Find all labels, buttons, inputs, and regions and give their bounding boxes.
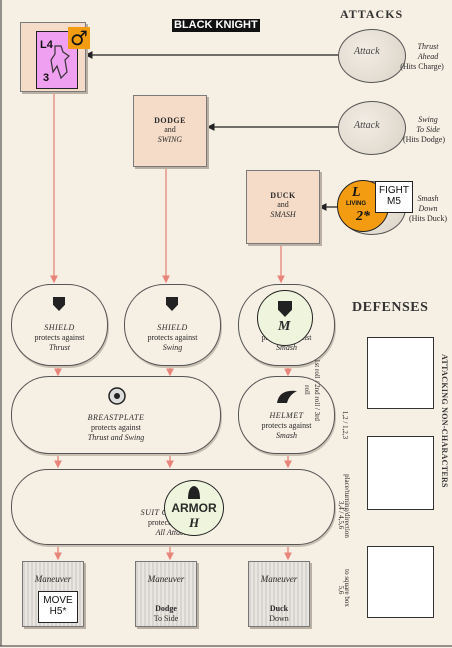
shield-swing-line2: Swing xyxy=(162,343,183,352)
breastplate-line2: Thrust and Swing xyxy=(87,433,145,442)
attack-thrust-desc: Thrust Ahead (Hits Charge) xyxy=(400,42,450,72)
armor-label: ARMOR xyxy=(171,501,217,515)
fight-value: M5 xyxy=(387,196,401,207)
breastplate-oval: BREASTPLATE protects against Thrust and … xyxy=(11,376,221,454)
attack-thrust-desc-1: Thrust xyxy=(417,42,439,51)
shield-swing-name: SHIELD xyxy=(157,323,188,332)
side-values-1: 1,2 / 1,2,3 xyxy=(341,410,349,440)
maneuver-duck-action: Duck xyxy=(269,604,289,613)
side-box-2[interactable] xyxy=(367,436,434,510)
attack-swing-desc: Swing To Side (Hits Dodge) xyxy=(403,115,450,145)
black-knight-label: BLACK KNIGHT xyxy=(172,19,260,32)
maneuver-duck-label: Maneuver xyxy=(260,574,298,584)
dodge-swing-box: DODGE and SWING xyxy=(133,95,207,167)
shield-m-value: M xyxy=(278,319,291,334)
attack-smash-desc: Smash Down (Hits Duck) xyxy=(406,194,450,224)
maneuver-dodge-label: Maneuver xyxy=(147,574,185,584)
side-box-3[interactable] xyxy=(367,546,434,618)
duck-and: and xyxy=(277,200,289,209)
attacks-title: ATTACKS xyxy=(340,7,404,21)
attack-swing-desc-3: (Hits Dodge) xyxy=(403,135,445,144)
maneuver-dodge-action: Dodge xyxy=(155,604,177,613)
suit-line2: All Attacks xyxy=(155,528,191,537)
helmet-line1: protects against xyxy=(261,421,312,430)
knight-code: L4 xyxy=(40,39,53,51)
helmet-line2: Smash xyxy=(276,431,297,440)
breastplate-line1: protects against xyxy=(91,423,141,432)
shield-m-counter[interactable]: M xyxy=(257,290,313,346)
attack-swing-desc-1: Swing xyxy=(418,115,438,124)
living-code: L xyxy=(352,185,361,200)
helmet-icon xyxy=(277,390,297,403)
side-values-2: 3,4 / 4,5,6 xyxy=(337,500,345,530)
dodge-sub: SWING xyxy=(157,135,183,144)
shield-swing-oval: SHIELD protects against Swing xyxy=(124,284,221,366)
shield-thrust-oval: SHIELD protects against Thrust xyxy=(11,284,108,366)
attack-swing-desc-2: To Side xyxy=(416,125,440,134)
armor-counter[interactable]: ARMOR H xyxy=(164,480,224,536)
duck-sub: SMASH xyxy=(270,210,296,219)
duck-title: DUCK xyxy=(270,191,296,200)
male-symbol-icon: ♂ xyxy=(68,27,90,49)
fight-label: FIGHT xyxy=(379,185,409,196)
dodge-title: DODGE xyxy=(154,116,186,125)
shield-icon xyxy=(278,301,292,317)
maneuver-charge-label: Maneuver xyxy=(34,574,72,584)
helmet-oval: HELMET protects against Smash xyxy=(238,376,335,454)
maneuver-duck-sub: Down xyxy=(269,614,289,623)
shield-swing-line1: protects against xyxy=(147,333,198,342)
maneuver-duck-box[interactable]: Maneuver Duck Down xyxy=(248,561,310,627)
attack-thrust-desc-2: Ahead xyxy=(417,52,439,61)
living-word: LIVING xyxy=(346,201,367,207)
maneuver-dodge-sub: To Side xyxy=(153,614,179,623)
shield-thrust-line1: protects against xyxy=(34,333,85,342)
attack-thrust-desc-3: (Hits Charge) xyxy=(400,62,444,71)
dodge-and: and xyxy=(164,125,176,134)
shield-smash-line2: Smash xyxy=(276,343,297,352)
breastplate-name: BREASTPLATE xyxy=(87,413,145,422)
knight-sub: 3 xyxy=(43,72,50,84)
attack-thrust-label: Attack xyxy=(354,46,380,57)
attack-smash-desc-3: (Hits Duck) xyxy=(409,214,447,223)
shield-thrust-line2: Thrust xyxy=(49,343,70,352)
knight-figure-icon xyxy=(50,45,70,80)
maneuver-dodge-box[interactable]: Maneuver Dodge To Side xyxy=(135,561,197,627)
shield-thrust-name: SHIELD xyxy=(44,323,75,332)
side-values-3: 5,6 xyxy=(337,585,345,595)
armor-helm-icon xyxy=(188,486,200,499)
living-value: 2* xyxy=(356,209,370,224)
attack-thrust-circle[interactable] xyxy=(338,29,406,83)
helmet-name: HELMET xyxy=(269,411,304,420)
breastplate-icon xyxy=(108,387,126,405)
side-table-heading: ATTACKING NON-CHARACTERS xyxy=(440,354,449,488)
duck-smash-box: DUCK and SMASH xyxy=(246,170,320,244)
shield-icon xyxy=(53,297,65,311)
attack-smash-desc-1: Smash xyxy=(417,194,439,203)
side-rolls-1: 1st roll / 2nd roll / 3rd roll xyxy=(303,359,321,421)
attack-swing-circle[interactable] xyxy=(338,101,406,155)
fight-counter[interactable]: FIGHT M5 xyxy=(375,181,413,213)
defenses-title: DEFENSES xyxy=(352,300,429,315)
attack-smash-desc-2: Down xyxy=(418,204,438,213)
move-value: H5* xyxy=(49,606,67,617)
side-box-1[interactable] xyxy=(367,337,434,409)
armor-value: H xyxy=(188,515,200,530)
shield-icon xyxy=(166,297,178,311)
attack-swing-label: Attack xyxy=(354,120,380,131)
move-counter[interactable]: MOVE H5* xyxy=(38,591,78,623)
move-label: MOVE xyxy=(43,595,73,606)
